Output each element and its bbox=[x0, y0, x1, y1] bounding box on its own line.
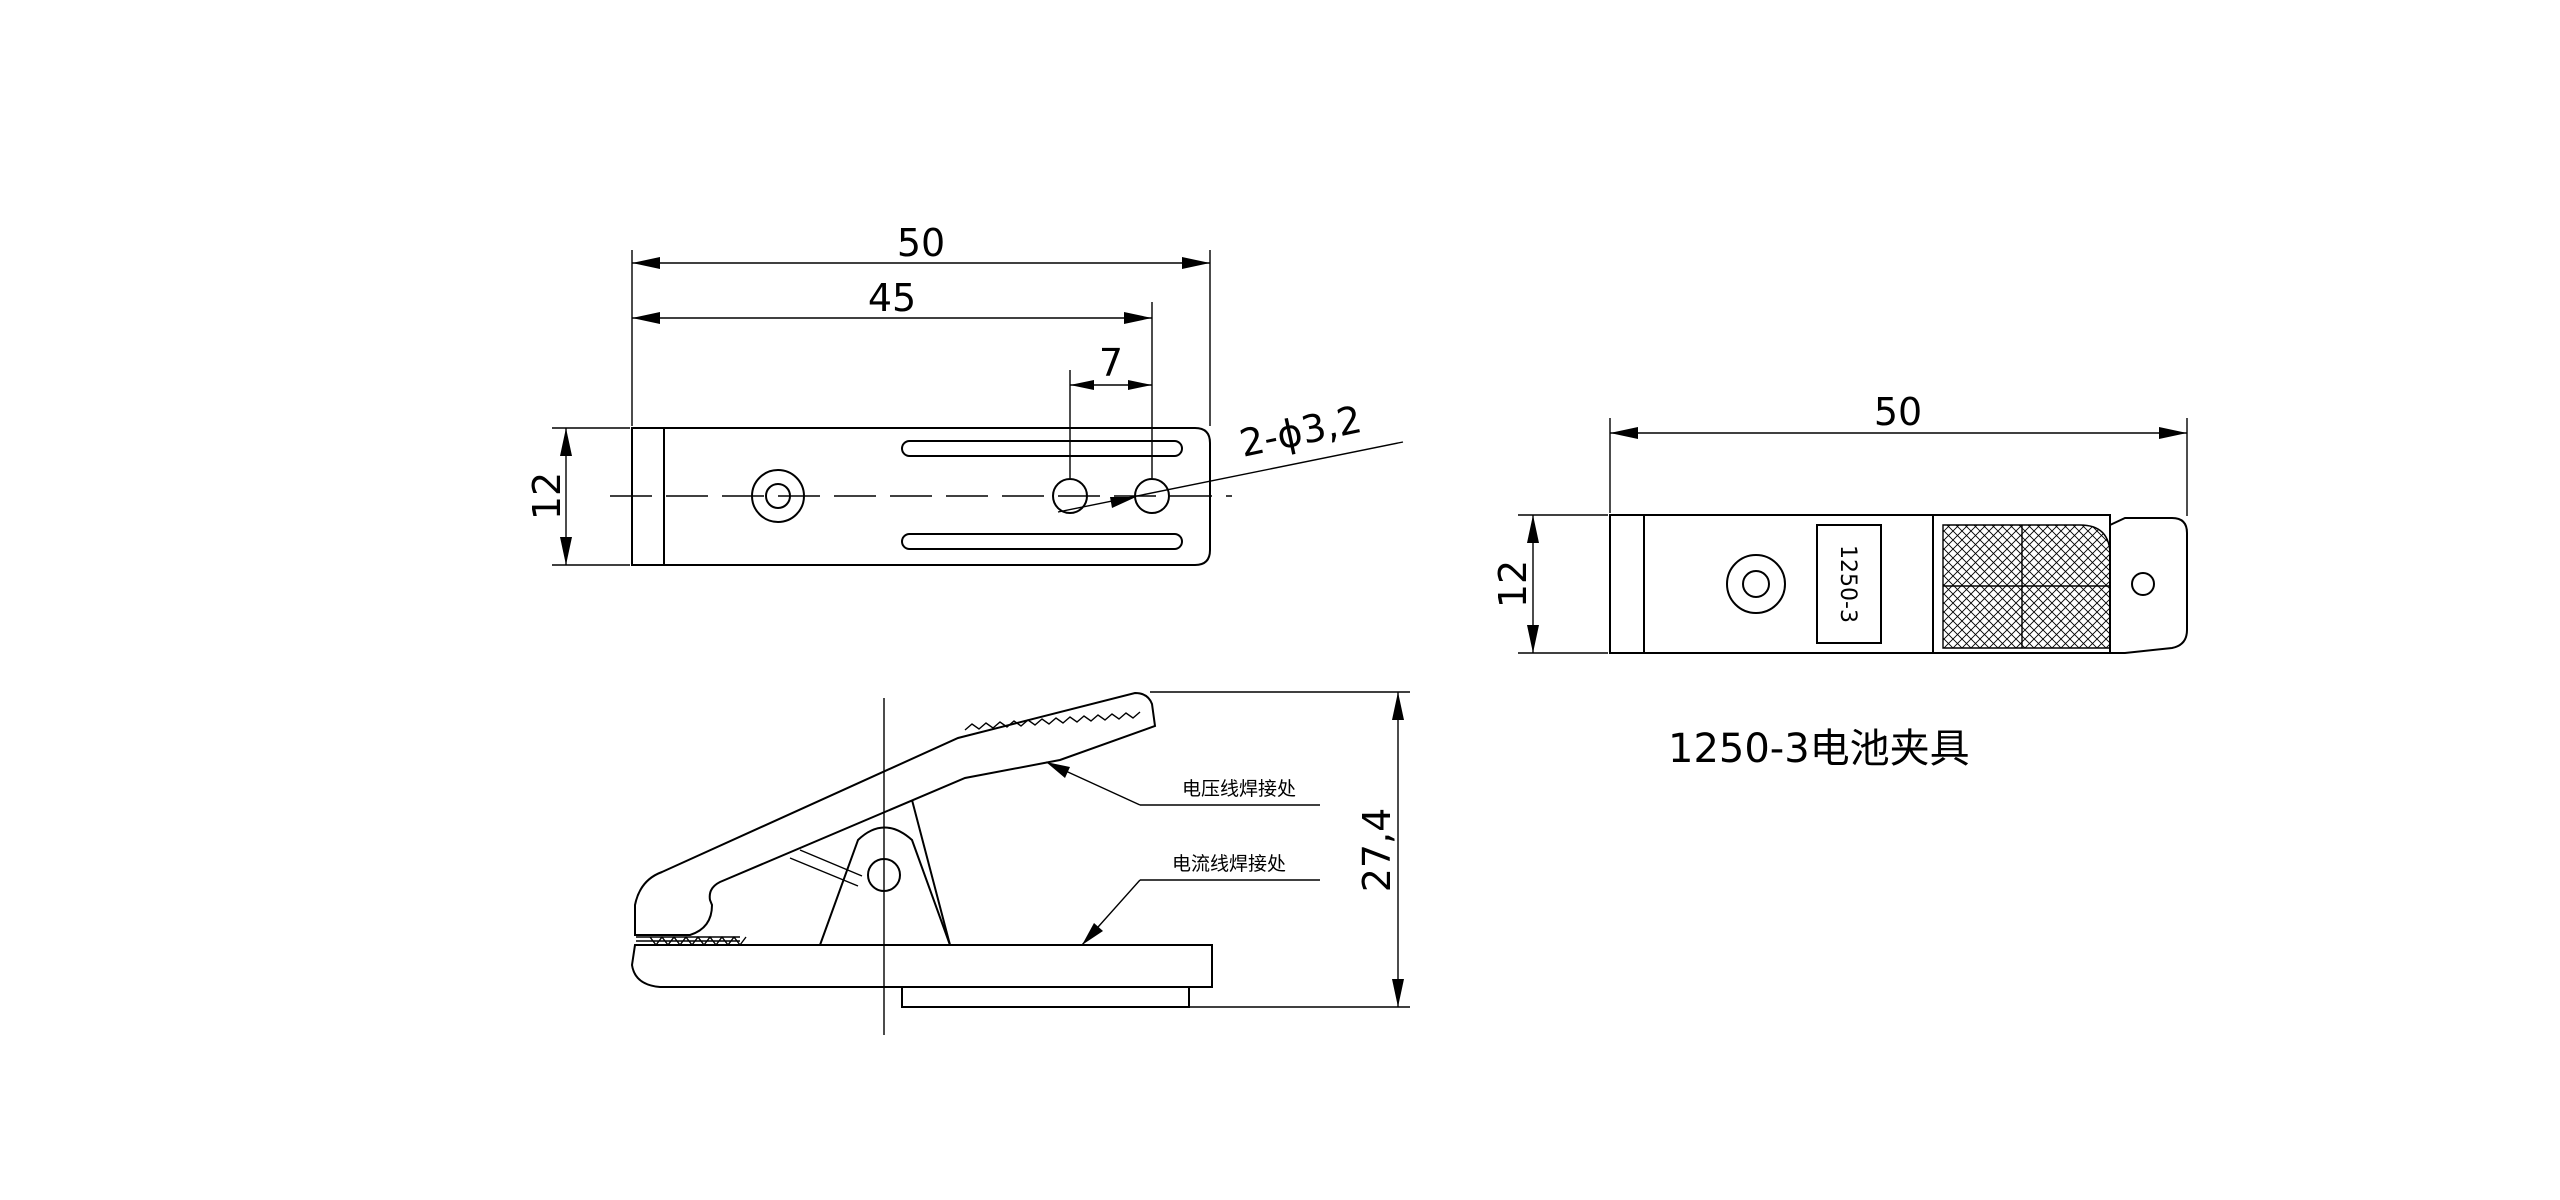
right-view-dim-50-arrow-right bbox=[2159, 427, 2187, 439]
side-view-bracket bbox=[819, 826, 951, 946]
right-view-dim-12-arrow-top bbox=[1527, 515, 1539, 543]
side-view-dim-27-arrow-bottom bbox=[1392, 979, 1404, 1007]
top-view-dim-12-arrow-bottom bbox=[560, 537, 572, 565]
right-view-pivot-outer bbox=[1726, 554, 1786, 614]
side-view-spring-2 bbox=[789, 857, 859, 887]
right-view-lever-hole bbox=[2131, 572, 2155, 596]
side-view-bracket-pillar bbox=[911, 799, 951, 946]
right-view-part-label: 1250-3 bbox=[1835, 545, 1860, 623]
top-view-hole-leader bbox=[1057, 441, 1404, 513]
side-view-jaw-teeth bbox=[636, 935, 747, 947]
top-view-hole-leader-arrow bbox=[1110, 497, 1136, 508]
right-view-label-plate bbox=[1816, 524, 1882, 644]
top-view-dim-12: 12 bbox=[525, 472, 569, 520]
top-view: 50 45 7 12 2-ϕ3,2 bbox=[525, 221, 1404, 566]
side-view-spring-1 bbox=[799, 849, 863, 877]
top-view-upper-slot bbox=[901, 440, 1183, 457]
top-view-dim-7-arrow-left bbox=[1070, 380, 1094, 390]
side-view-voltage-arrow bbox=[1046, 762, 1070, 778]
top-view-body-outline bbox=[631, 427, 1211, 566]
right-view-dim-12: 12 bbox=[1491, 560, 1535, 608]
side-view-voltage-note: 电压线焊接处 bbox=[1182, 778, 1296, 800]
side-view-upper-jaw bbox=[634, 691, 1157, 936]
side-view-current-note: 电流线焊接处 bbox=[1172, 853, 1286, 875]
right-view-dim-50-arrow-left bbox=[1610, 427, 1638, 439]
side-view-lower-jaw bbox=[630, 944, 1213, 988]
right-view-lever-tab bbox=[2109, 517, 2188, 654]
right-view-dim-50: 50 bbox=[1874, 390, 1922, 434]
side-view-dim-27: 27,4 bbox=[1355, 808, 1399, 893]
top-view-hole-callout: 2-ϕ3,2 bbox=[1236, 397, 1366, 466]
side-view-dim-27-arrow-top bbox=[1392, 692, 1404, 720]
top-view-dim-50-arrow-right bbox=[1182, 257, 1210, 269]
top-view-dim-45-arrow-right bbox=[1124, 312, 1152, 324]
side-view-current-arrow bbox=[1082, 923, 1103, 945]
right-view: 1250-3 50 12 bbox=[1491, 390, 2188, 654]
top-view-lower-slot bbox=[901, 533, 1183, 550]
side-view-base-pad bbox=[901, 986, 1190, 1008]
right-view-dim-12-arrow-bottom bbox=[1527, 625, 1539, 653]
top-view-dim-7: 7 bbox=[1099, 341, 1123, 385]
right-view-pivot-inner bbox=[1742, 570, 1770, 598]
top-view-dim-45: 45 bbox=[868, 276, 916, 320]
side-view: 27,4 电压线焊接处 电流线焊接处 bbox=[630, 691, 1410, 1035]
drawing-caption: 1250-3电池夹具 bbox=[1668, 726, 1970, 772]
top-view-dim-50: 50 bbox=[897, 221, 945, 265]
side-view-pivot-pin bbox=[867, 858, 901, 892]
top-view-dim-7-arrow-right bbox=[1128, 380, 1152, 390]
top-view-dim-50-arrow-left bbox=[632, 257, 660, 269]
top-view-dim-45-arrow-left bbox=[632, 312, 660, 324]
top-view-dim-12-arrow-top bbox=[560, 428, 572, 456]
side-view-lever-serration bbox=[964, 711, 1141, 731]
